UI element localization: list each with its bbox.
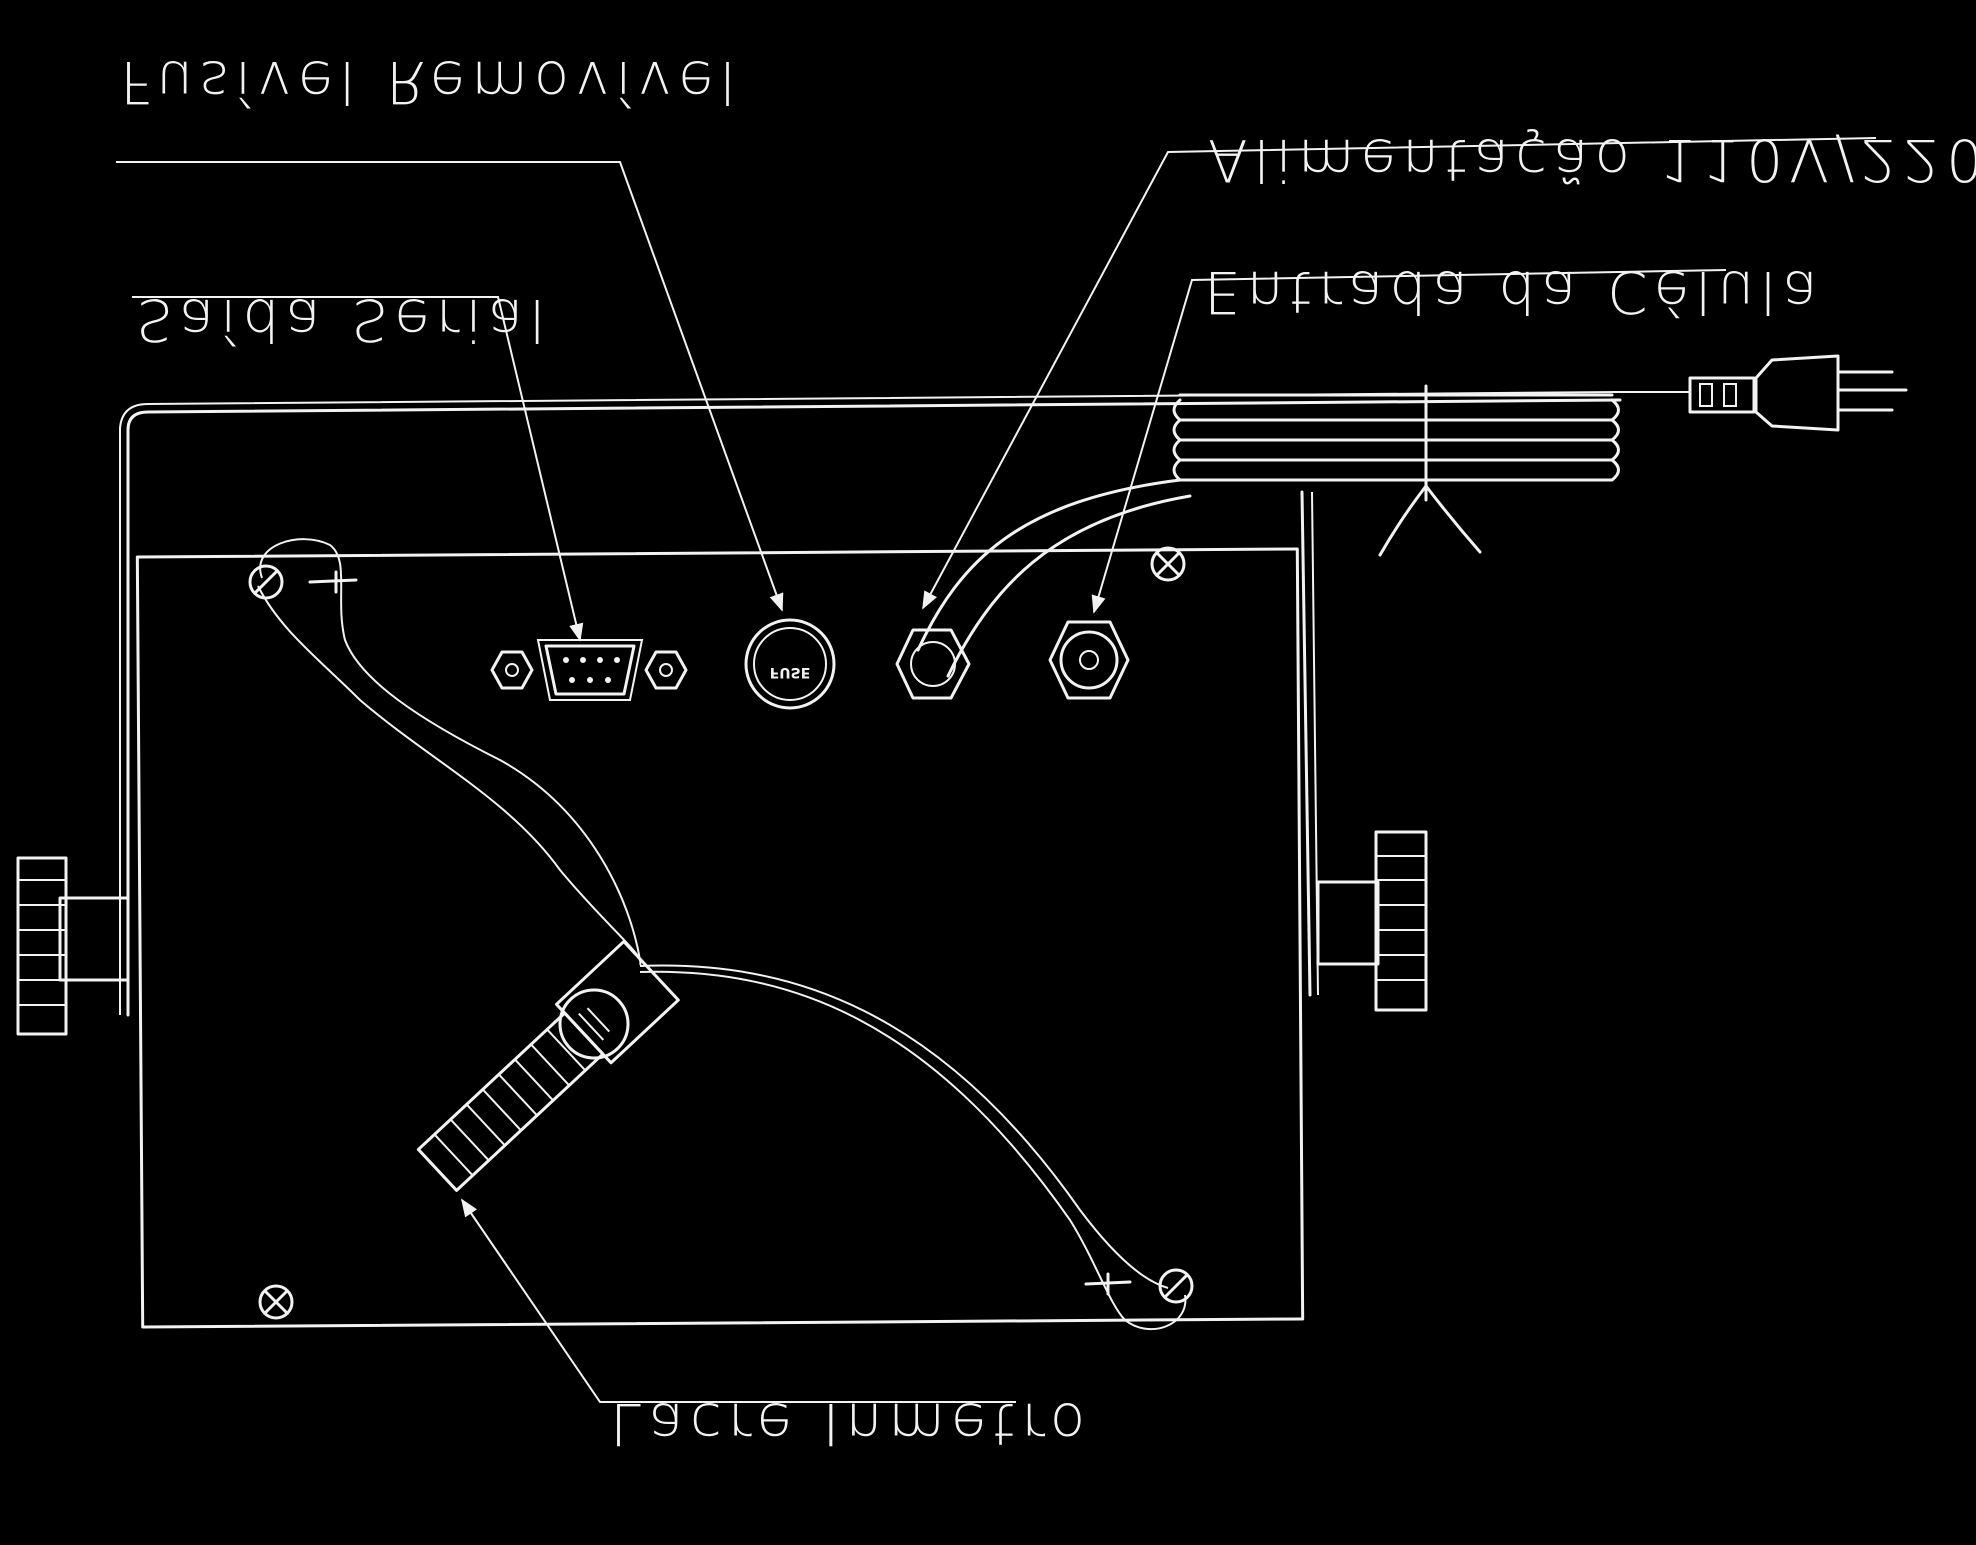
label-power: Alimentação 110V/220V	[1208, 126, 1976, 194]
fuse-holder: FUSE	[744, 618, 836, 710]
serial-db9-connector	[490, 639, 688, 701]
panel-screw	[1150, 546, 1186, 582]
left-mounting-knob	[16, 856, 130, 1036]
right-mounting-knob	[1316, 830, 1428, 1012]
power-cable	[916, 354, 1908, 678]
fuse-cap-text: FUSE	[770, 664, 811, 680]
panel-screw	[258, 1284, 294, 1320]
label-fuse: Fusível Removível	[120, 48, 742, 116]
inmetro-seal-tag	[416, 940, 680, 1192]
power-cable-gland	[895, 628, 971, 700]
label-seal: Lacre Inmetro	[610, 1390, 1091, 1458]
inmetro-seal-wire	[248, 538, 1194, 1330]
label-serial: Saída Serial	[136, 286, 551, 354]
label-cell-input: Entrada da Célula	[1204, 258, 1824, 326]
leader-lines	[116, 137, 1877, 1403]
cell-input-gland	[1048, 620, 1130, 700]
